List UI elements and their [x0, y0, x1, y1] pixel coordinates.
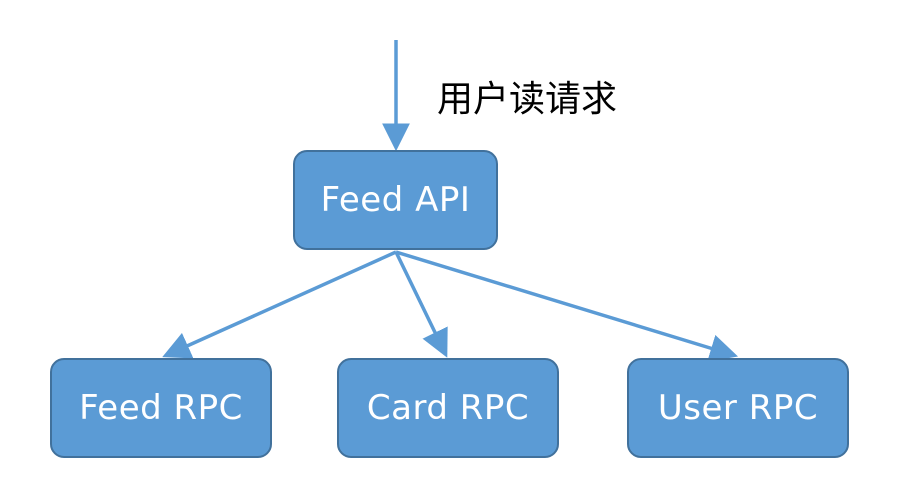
arrow-to-card-rpc — [394, 251, 448, 358]
user-rpc-node: User RPC — [627, 358, 849, 458]
card-rpc-node: Card RPC — [337, 358, 559, 458]
arrow-to-user-rpc — [395, 250, 739, 362]
arrow-to-feed-rpc — [162, 250, 397, 359]
feed-rpc-label: Feed RPC — [79, 388, 243, 428]
feed-api-label: Feed API — [320, 180, 471, 220]
feed-rpc-node: Feed RPC — [50, 358, 272, 458]
feed-api-node: Feed API — [293, 150, 498, 250]
user-read-request-label: 用户读请求 — [437, 79, 618, 120]
user-rpc-label: User RPC — [657, 388, 819, 428]
card-rpc-label: Card RPC — [366, 388, 530, 428]
